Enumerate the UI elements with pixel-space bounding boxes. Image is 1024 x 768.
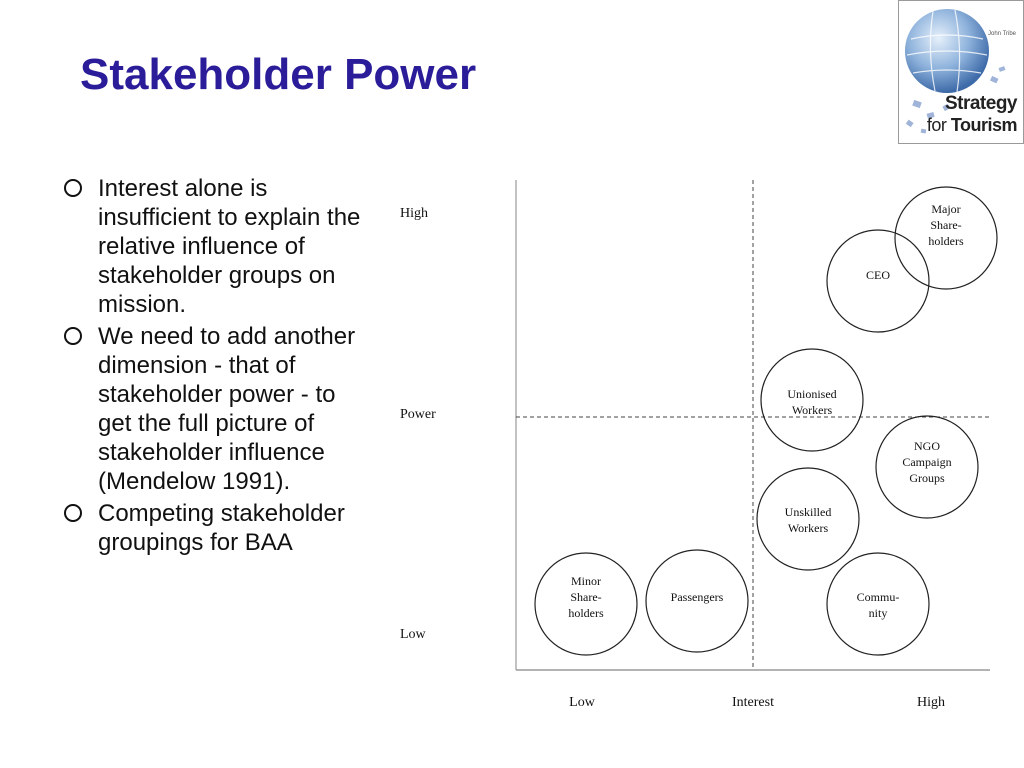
stakeholder-ngo-campaign-groups: NGO Campaign Groups (875, 415, 979, 519)
stakeholder-label-line: Share- (570, 590, 601, 604)
stakeholder-minor-shareholders: Minor Share- holders (534, 552, 638, 656)
book-author: John Tribe (988, 31, 1017, 37)
stakeholder-community: Commu- nity (826, 552, 930, 656)
bullet-text: Competing stakeholder groupings for BAA (98, 500, 345, 556)
y-label-high: High (400, 206, 428, 221)
stakeholder-label-line: NGO (914, 439, 940, 453)
stakeholder-label-line: Major (931, 202, 960, 216)
x-label-low: Low (569, 695, 596, 710)
slide-title: Stakeholder Power (80, 50, 477, 99)
stakeholder-label-line: holders (568, 606, 604, 620)
power-interest-matrix: High Power Low Low Interest High Major S… (400, 180, 998, 710)
stakeholder-label-line: Unionised (787, 387, 836, 401)
stakeholder-major-shareholders: Major Share- holders (894, 186, 998, 290)
stakeholder-label-line: Minor (571, 574, 601, 588)
stakeholder-label-line: Unskilled (785, 505, 832, 519)
stakeholder-label-line: Campaign (902, 455, 951, 469)
stakeholder-passengers: Passengers (645, 549, 749, 653)
y-label-power: Power (400, 407, 436, 422)
book-title-line2: for Tourism (926, 115, 1018, 136)
bullet-circle-icon (64, 179, 82, 197)
bullet-text: We need to add another dimension - that … (98, 323, 356, 495)
bullet-item: We need to add another dimension - that … (58, 322, 368, 496)
bullet-text: Interest alone is insufficient to explai… (98, 175, 361, 318)
bullet-item: Interest alone is insufficient to explai… (58, 174, 368, 319)
globe-puzzle-icon (905, 9, 1006, 134)
bullet-item: Competing stakeholder groupings for BAA (58, 499, 368, 557)
stakeholder-label-line: Commu- (857, 590, 900, 604)
stakeholder-label-line: holders (928, 234, 964, 248)
stakeholder-unionised-workers: Unionised Workers (760, 348, 864, 452)
bullet-circle-icon (64, 504, 82, 522)
x-label-high: High (917, 695, 945, 710)
book-title-for: for (926, 115, 951, 135)
y-label-low: Low (400, 627, 427, 642)
bullet-list: Interest alone is insufficient to explai… (58, 174, 368, 560)
book-title-tourism: Tourism (950, 115, 1018, 135)
stakeholder-label-line: nity (869, 606, 888, 620)
x-label-interest: Interest (732, 695, 774, 710)
stakeholder-label-line: CEO (866, 268, 890, 282)
stakeholder-label-line: Passengers (671, 590, 724, 604)
stakeholder-label-line: Workers (792, 403, 833, 417)
stakeholder-label-line: Share- (930, 218, 961, 232)
stakeholder-label-line: Groups (909, 471, 945, 485)
stakeholder-label-line: Workers (788, 521, 829, 535)
stakeholder-ceo: CEO (826, 229, 930, 333)
stakeholder-unskilled-workers: Unskilled Workers (756, 467, 860, 571)
book-title-line1: Strategy (944, 93, 1018, 114)
bullet-circle-icon (64, 327, 82, 345)
book-cover-logo: John Tribe Strategy for Tourism (898, 0, 1024, 144)
